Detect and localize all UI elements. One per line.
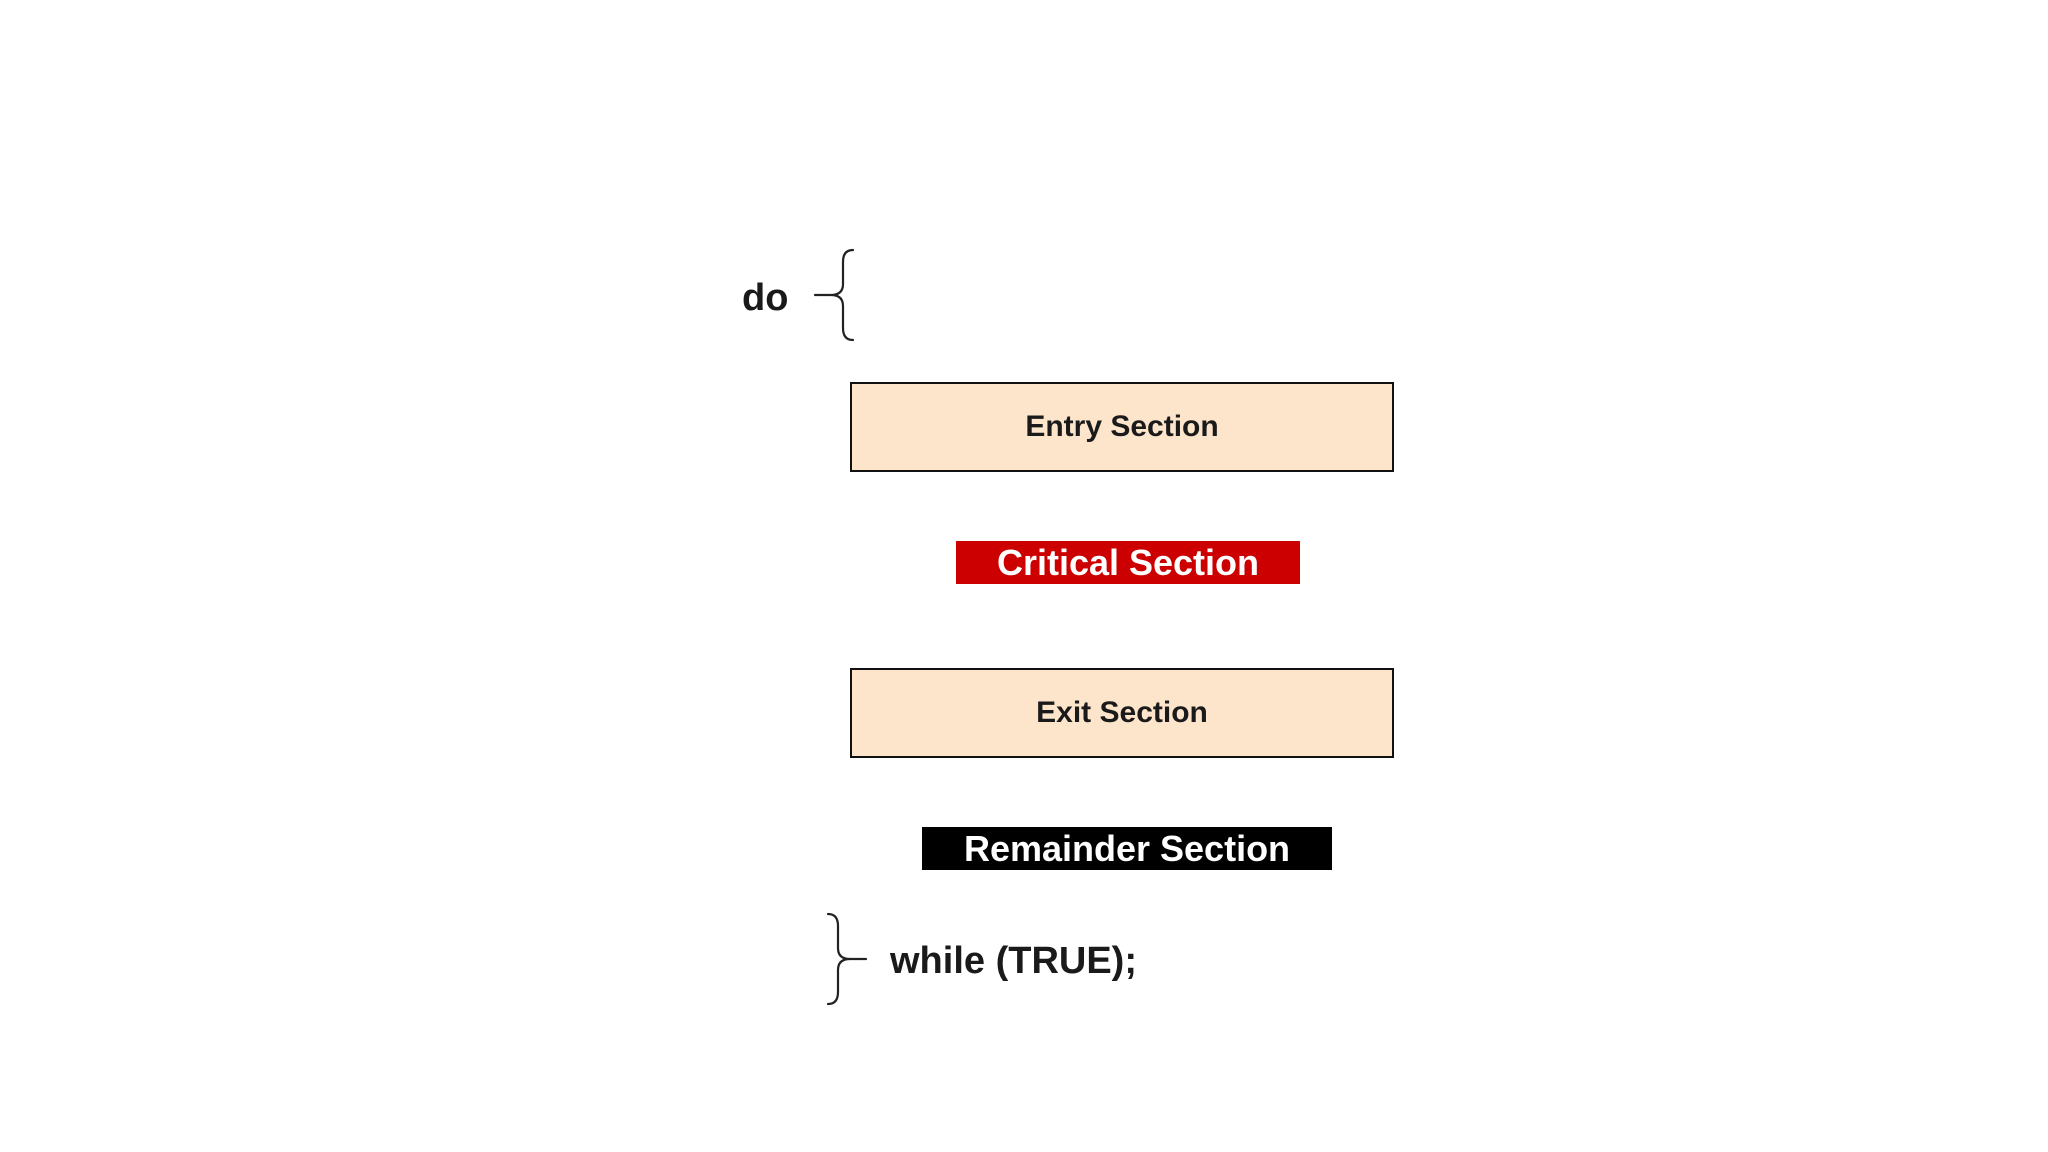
- do-keyword: do: [742, 277, 789, 319]
- critical-section-band: Critical Section: [956, 541, 1300, 584]
- close-brace: [826, 912, 868, 1006]
- while-condition: while (TRUE);: [890, 940, 1137, 982]
- remainder-section-band: Remainder Section: [922, 827, 1332, 870]
- entry-section-box: Entry Section: [850, 382, 1394, 472]
- exit-section-box: Exit Section: [850, 668, 1394, 758]
- open-brace: [813, 248, 855, 342]
